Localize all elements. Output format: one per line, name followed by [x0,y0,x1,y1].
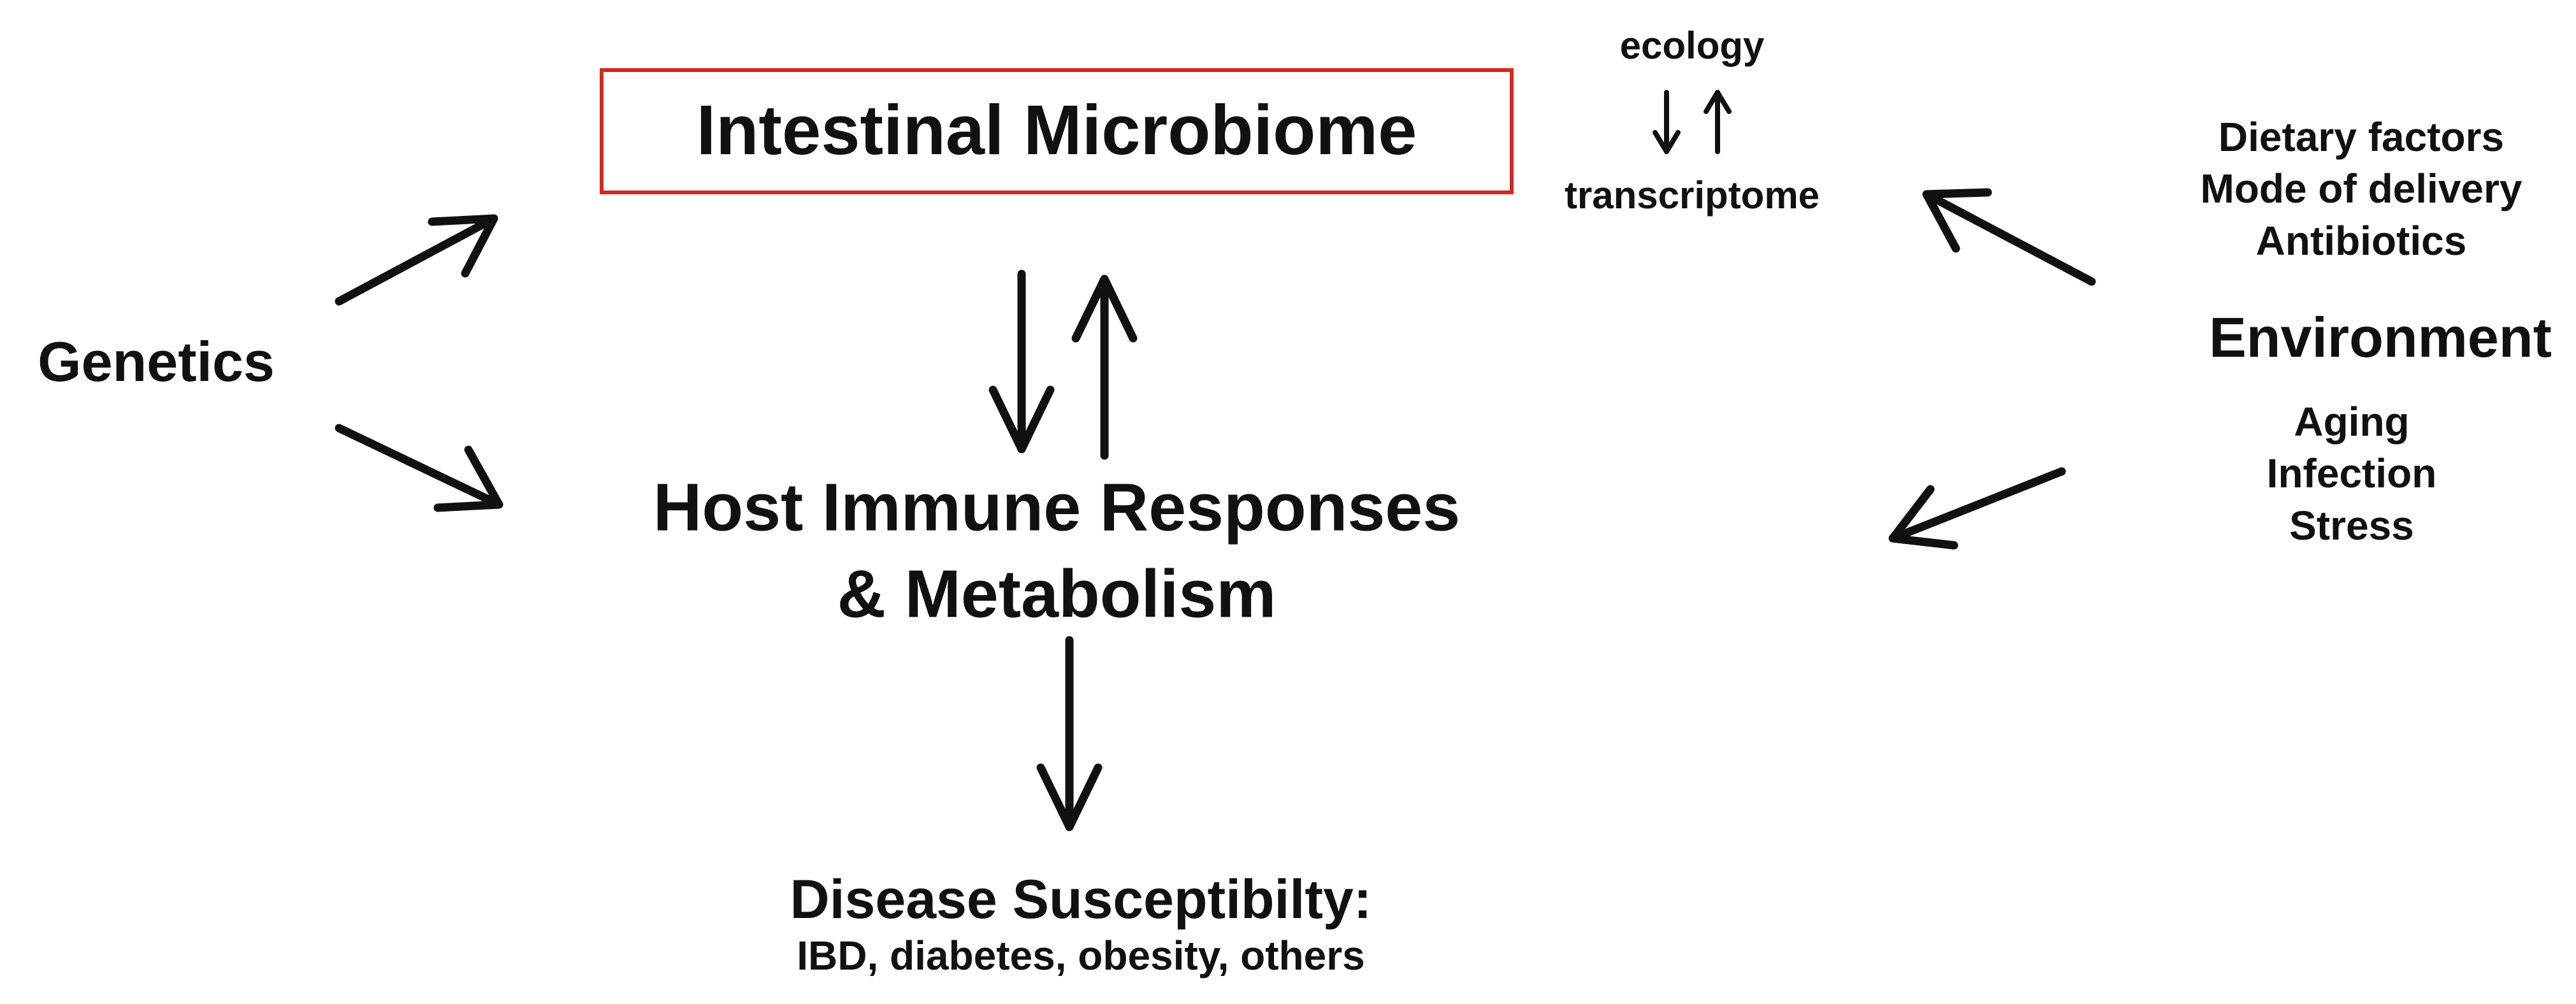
arrow-host-to-microbiome [1071,275,1138,460]
ecology-label: ecology [1619,24,1765,67]
disease-susceptibility-list: IBD, diabetes, obesity, others [797,933,1365,979]
arrow-microbiome-to-host [988,269,1055,454]
arrow-environment-to-host [1888,467,2066,550]
host-responses-label: Host Immune Responses & Metabolism [653,464,1460,637]
factor-mode-of-delivery: Mode of delivery [2200,166,2522,212]
arrow-environment-to-microbiome [1922,188,2096,286]
microbiome-box [600,68,1514,194]
factor-aging: Aging [2294,399,2410,445]
transcriptome-label: transcriptome [1564,174,1820,217]
arrow-genetics-to-host [335,424,503,512]
arrow-host-to-disease [1036,636,1103,831]
microbiome-label: Intestinal Microbiome [696,91,1417,169]
genetics-label: Genetics [38,330,275,393]
factor-dietary: Dietary factors [2218,114,2505,161]
factor-infection: Infection [2266,450,2437,497]
factor-stress: Stress [2289,502,2414,549]
arrow-transcriptome-to-ecology [1704,90,1732,154]
environment-factors-bottom: Aging Infection Stress [2267,396,2437,552]
factor-antibiotics: Antibiotics [2255,217,2467,264]
host-responses-line-2: & Metabolism [837,556,1277,631]
arrow-genetics-to-microbiome [335,214,498,306]
arrow-ecology-to-transcriptome [1653,90,1681,154]
host-responses-line-1: Host Immune Responses [653,470,1461,545]
environment-label: Environment [2209,306,2552,369]
disease-susceptibility-title: Disease Susceptibilty: [790,869,1372,930]
environment-factors-top: Dietary factors Mode of delivery Antibio… [2201,111,2522,267]
